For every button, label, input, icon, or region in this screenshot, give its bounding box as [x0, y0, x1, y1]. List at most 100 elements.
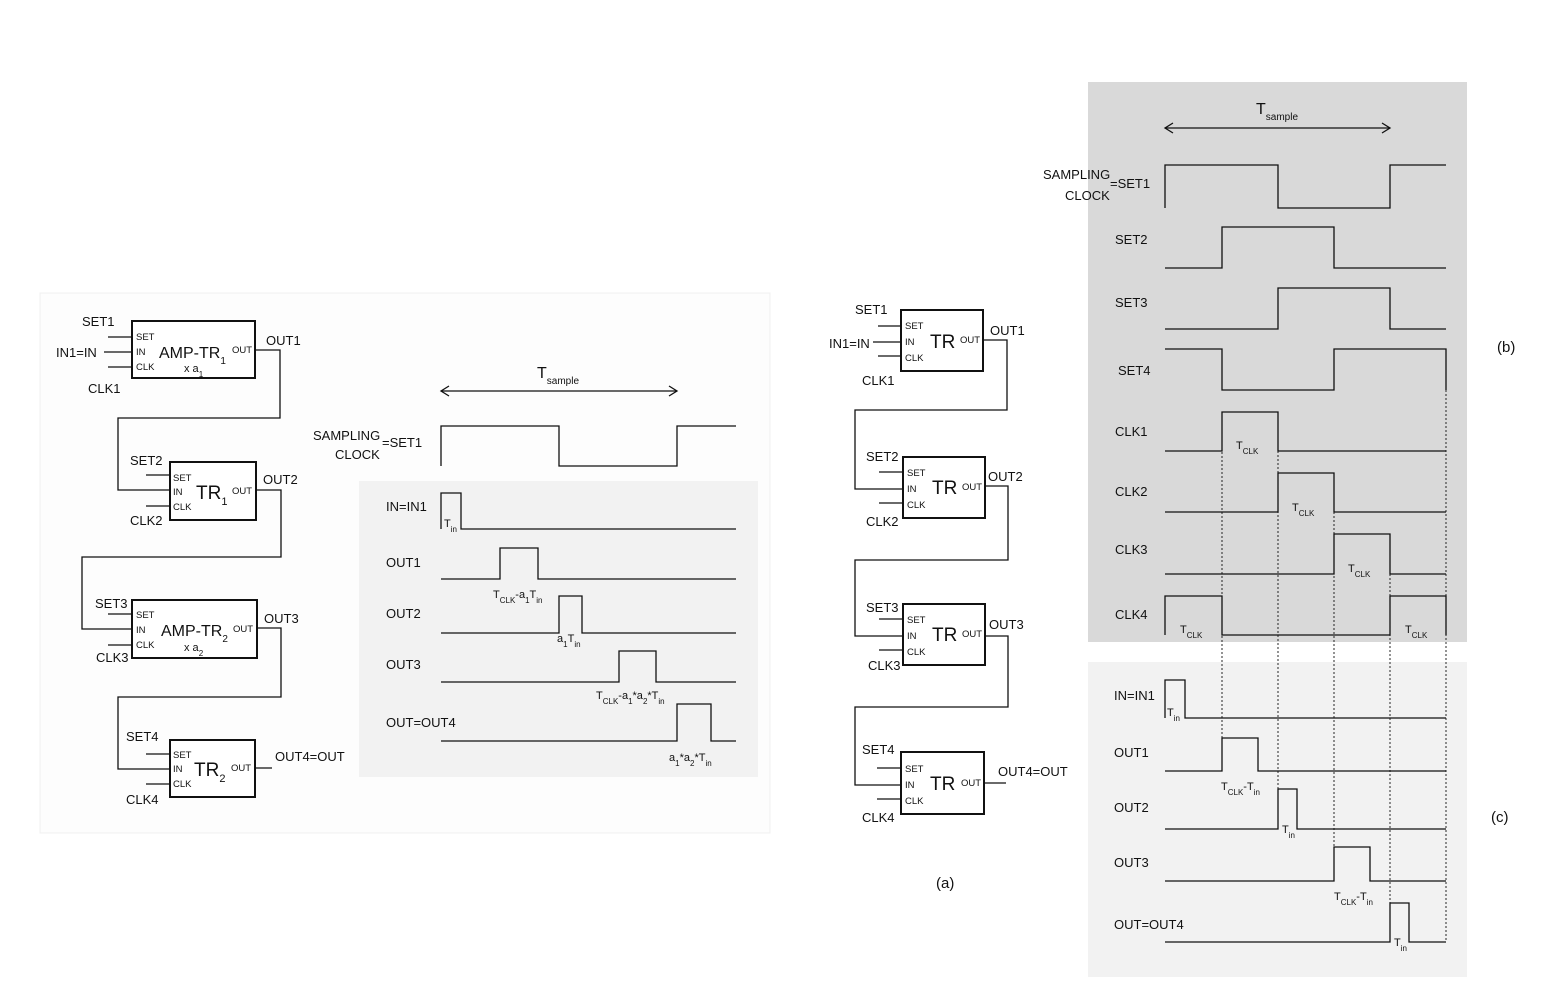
sampling-label: SAMPLING	[313, 428, 380, 443]
clk4-wave	[1164, 595, 1447, 636]
pin-clk: CLK	[136, 640, 155, 651]
pin-in: IN	[136, 625, 146, 636]
tin-annotation: Tin	[444, 518, 457, 534]
set3-wave	[1165, 287, 1446, 330]
in-wave	[1164, 679, 1446, 719]
out2-wave	[1165, 788, 1446, 830]
out1-wave	[1165, 737, 1446, 772]
tsample-label: Tsample	[537, 365, 579, 387]
block-name: TR	[930, 774, 955, 795]
out4-wave	[1165, 902, 1446, 943]
clk-label: CLK3	[868, 658, 901, 673]
pin-out: OUT	[232, 345, 252, 356]
pin-in: IN	[173, 487, 183, 498]
row-clk2-label: CLK2	[1115, 484, 1148, 499]
set2-wave	[1165, 226, 1446, 269]
pin-set: SET	[905, 764, 924, 775]
pin-clk: CLK	[173, 779, 192, 790]
pin-set: SET	[905, 321, 924, 332]
out1-annotation: TCLK-Tin	[1221, 781, 1260, 797]
sampling-label: SAMPLING	[1043, 167, 1110, 182]
right-timing-b: Tsample SAMPLING CLOCK =SET1 SET2 SET3 S…	[1043, 101, 1515, 640]
clock-label: CLOCK	[1065, 188, 1110, 203]
block-box	[169, 739, 256, 798]
out2-annotation: a1Tin	[557, 633, 581, 649]
in-label: IN1=IN	[56, 345, 97, 360]
block-box	[900, 309, 984, 372]
block-name: AMP-TR2	[161, 623, 228, 645]
left-block-amp-tr1: SET1 IN1=IN CLK1 SET IN CLK AMP-TR1 x a1…	[56, 314, 301, 396]
out-label: OUT2	[988, 469, 1023, 484]
clk-label: CLK2	[130, 513, 163, 528]
row-out3-label: OUT3	[386, 657, 421, 672]
block-name: TR	[930, 332, 955, 353]
tclk-annotation: TCLK	[1292, 502, 1315, 518]
pin-in: IN	[136, 347, 146, 358]
clk-label: CLK3	[96, 650, 129, 665]
tin-annotation: Tin	[1167, 707, 1180, 723]
set-label: SET2	[130, 453, 163, 468]
block-name: TR	[932, 478, 957, 499]
row-out1-label: OUT1	[1114, 745, 1149, 760]
wire-out2-in3	[81, 489, 282, 630]
clock-label: CLOCK	[335, 447, 380, 462]
out1-wave	[441, 547, 736, 580]
out3-annotation: TCLK-Tin	[1334, 891, 1373, 907]
sampling-clock-wave	[440, 425, 736, 467]
block-name: TR1	[196, 483, 227, 508]
out-label: OUT4=OUT	[998, 764, 1068, 779]
row-out4-label: OUT=OUT4	[1114, 917, 1184, 932]
pin-in: IN	[905, 337, 915, 348]
wire-out2-in3	[854, 485, 1009, 637]
pin-out: OUT	[232, 486, 252, 497]
set-label: SET4	[126, 729, 159, 744]
pin-in: IN	[173, 764, 183, 775]
left-block-tr2: SET4 CLK4 SET IN CLK TR2 OUT OUT4=OUT	[126, 729, 345, 807]
set1-label: =SET1	[1110, 176, 1150, 191]
row-out3-label: OUT3	[1114, 855, 1149, 870]
out-label: OUT3	[989, 617, 1024, 632]
out4-annotation: a1*a2*Tin	[669, 752, 712, 768]
out2-wave	[441, 595, 736, 634]
out3-wave	[441, 650, 736, 683]
block-box	[131, 320, 256, 379]
pin-set: SET	[907, 615, 926, 626]
pin-in: IN	[905, 780, 915, 791]
clk-label: CLK1	[88, 381, 121, 396]
pin-clk: CLK	[907, 500, 926, 511]
row-clk3-label: CLK3	[1115, 542, 1148, 557]
row-in-label: IN=IN1	[386, 499, 427, 514]
out-label: OUT2	[263, 472, 298, 487]
block-name: TR2	[194, 760, 225, 785]
row-set4-label: SET4	[1118, 363, 1151, 378]
pin-out: OUT	[961, 778, 981, 789]
set4-wave	[1165, 348, 1447, 391]
row-clk1-label: CLK1	[1115, 424, 1148, 439]
clk1-wave	[1165, 411, 1446, 452]
row-out1-label: OUT1	[386, 555, 421, 570]
clk3-wave	[1165, 533, 1446, 575]
out-label: OUT1	[266, 333, 301, 348]
left-timing: Tsample SAMPLING CLOCK =SET1 IN=IN1 Tin …	[313, 365, 736, 768]
row-set2-label: SET2	[1115, 232, 1148, 247]
wire-out1-in2	[854, 339, 1008, 490]
pin-set: SET	[173, 750, 192, 761]
block-name: TR	[932, 625, 957, 646]
clk2-wave	[1165, 472, 1446, 513]
in-label: IN1=IN	[829, 336, 870, 351]
row-out2-label: OUT2	[386, 606, 421, 621]
row-set3-label: SET3	[1115, 295, 1148, 310]
tclk-annotation: TCLK	[1405, 624, 1428, 640]
middle-block-1: SET1 IN1=IN CLK1 SET IN CLK TR OUT OUT1	[829, 302, 1025, 388]
row-in-label: IN=IN1	[1114, 688, 1155, 703]
clk-label: CLK4	[862, 810, 895, 825]
pin-clk: CLK	[905, 796, 924, 807]
block-box	[169, 461, 257, 521]
out3-wave	[1165, 846, 1446, 882]
wire-out3-in4	[117, 627, 282, 770]
out3-annotation: TCLK-a1*a2*Tin	[596, 690, 665, 706]
set-label: SET3	[95, 596, 128, 611]
set-label: SET4	[862, 742, 895, 757]
caption-c: (c)	[1491, 809, 1509, 826]
